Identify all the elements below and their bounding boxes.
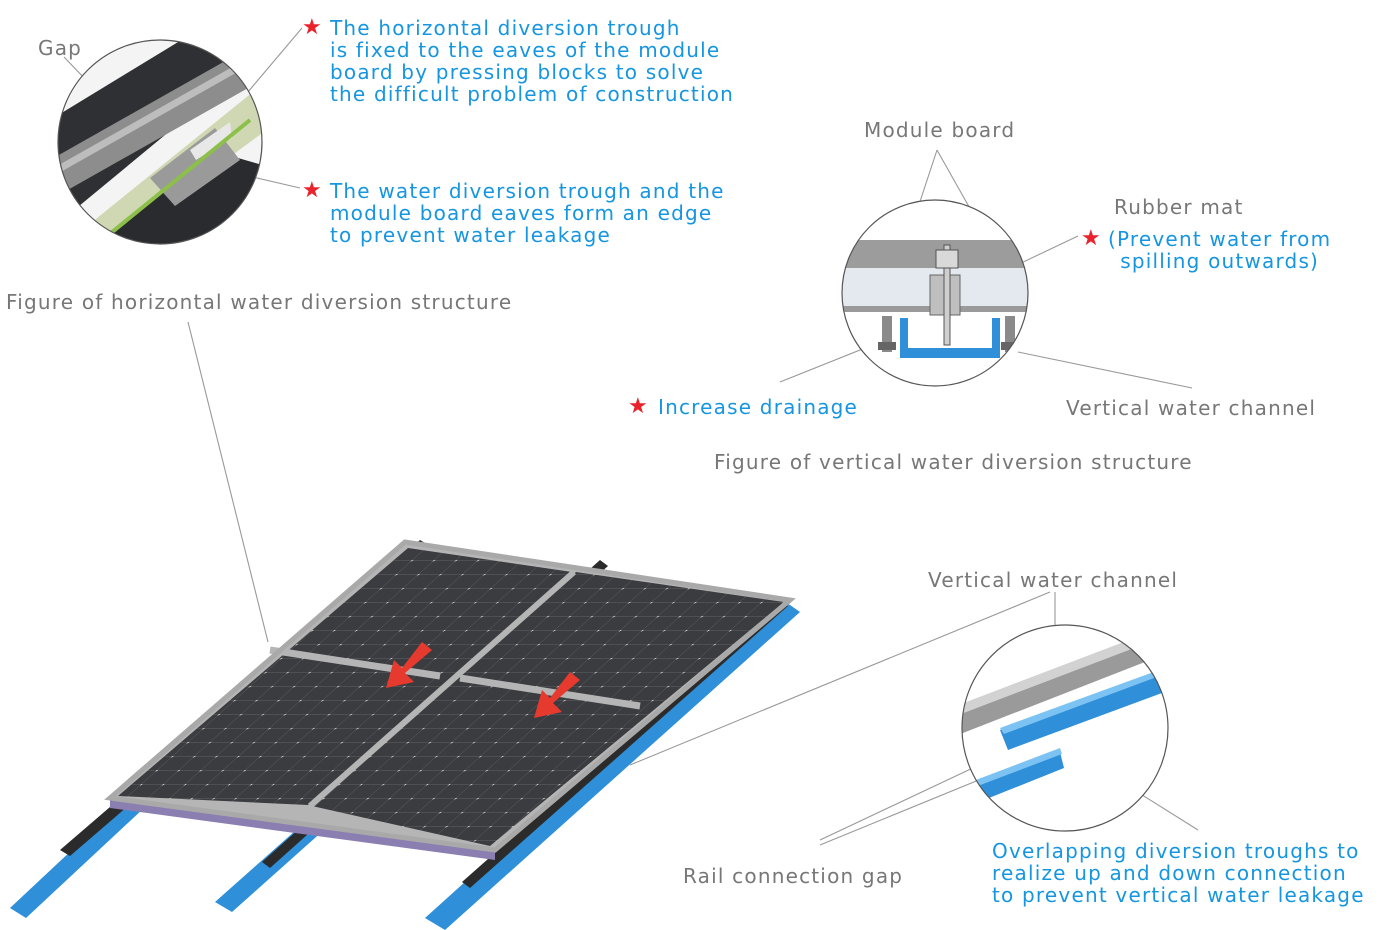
star-icon: ★ (302, 178, 322, 203)
horizontal-note-2: The water diversion trough and the modul… (330, 179, 725, 247)
gap-label: Gap (38, 36, 83, 60)
horizontal-detail-circle (58, 40, 262, 244)
horizontal-figure-caption: Figure of horizontal water diversion str… (6, 290, 513, 314)
rubber-mat-note: (Prevent water from spilling outwards) (1108, 227, 1332, 273)
vertical-water-channel-label-2: Vertical water channel (928, 568, 1179, 592)
module-board-label: Module board (864, 118, 1016, 142)
horizontal-note-1: The horizontal diversion trough is fixed… (330, 16, 735, 106)
overlap-detail-circle (962, 625, 1168, 830)
star-icon: ★ (1081, 226, 1101, 251)
increase-drainage-label: Increase drainage (658, 395, 859, 419)
rubber-mat-label: Rubber mat (1114, 195, 1244, 219)
rail-connection-gap-label: Rail connection gap (683, 864, 904, 888)
star-icon: ★ (628, 394, 648, 419)
vertical-detail-circle (842, 200, 1028, 386)
vertical-figure-caption: Figure of vertical water diversion struc… (714, 450, 1193, 474)
flow-arrows (386, 642, 580, 718)
vertical-water-channel-label: Vertical water channel (1066, 396, 1317, 420)
star-icon: ★ (302, 15, 322, 40)
overlap-note: Overlapping diversion troughs to realize… (992, 839, 1365, 907)
